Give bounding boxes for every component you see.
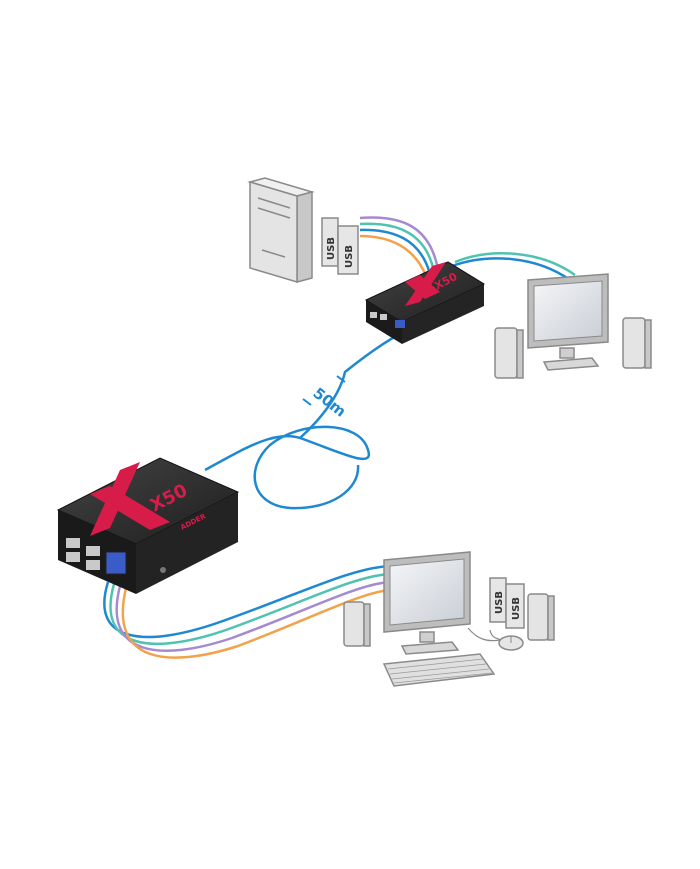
local-video-cable bbox=[451, 252, 576, 282]
usb-plug-icon bbox=[321, 217, 359, 275]
usb-plug-icon-remote bbox=[489, 577, 525, 629]
distance-label: 50m bbox=[310, 384, 350, 421]
usb-label-4: USB bbox=[511, 597, 522, 620]
usb-label-3: USB bbox=[494, 591, 505, 614]
local-pc-cable-bundle bbox=[359, 216, 440, 277]
kvm-extender-icon-remote bbox=[56, 457, 240, 594]
monitor-icon bbox=[527, 273, 609, 371]
distance-marker bbox=[302, 375, 346, 406]
keyboard-icon bbox=[382, 653, 496, 687]
speaker-icon-left bbox=[494, 327, 524, 379]
usb-label-1: USB bbox=[326, 237, 337, 260]
speaker-icon-right bbox=[622, 317, 652, 369]
speaker-icon-remote-left bbox=[343, 601, 371, 647]
remote-cable-bundle bbox=[103, 564, 391, 659]
mouse-icon bbox=[467, 627, 524, 651]
speaker-icon-remote-right bbox=[527, 593, 555, 641]
cat-cable-50m bbox=[204, 333, 399, 510]
usb-label-2: USB bbox=[344, 245, 355, 268]
kvm-extender-icon-local bbox=[364, 261, 486, 344]
monitor-icon-remote bbox=[383, 551, 471, 655]
pc-tower-icon bbox=[247, 177, 315, 284]
